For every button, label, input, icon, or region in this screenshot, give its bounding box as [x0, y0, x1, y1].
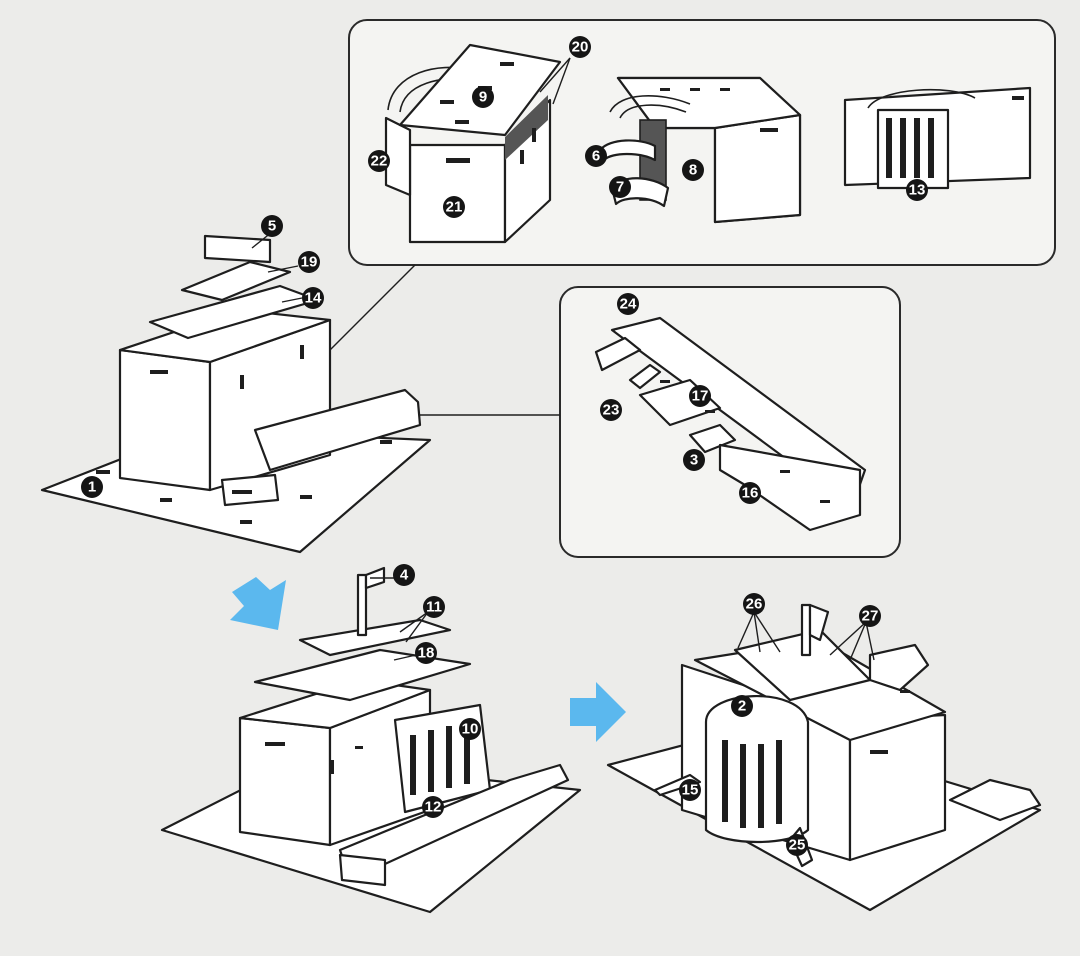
callout-4: 4 [393, 564, 415, 586]
callout-25: 25 [786, 834, 808, 856]
callout-12: 12 [422, 796, 444, 818]
assembly-step-1 [40, 234, 432, 554]
callout-22-label: 22 [371, 153, 388, 170]
callout-22: 22 [368, 150, 390, 172]
callout-5: 5 [261, 215, 283, 237]
callout-11-label: 11 [426, 599, 442, 616]
callout-14-label: 14 [305, 290, 322, 307]
callout-2: 2 [731, 695, 753, 717]
callout-24-label: 24 [620, 296, 637, 313]
subassembly-colonnade [843, 86, 1032, 190]
callout-19: 19 [298, 251, 320, 273]
callout-6-label: 6 [592, 148, 600, 165]
callout-27: 27 [859, 605, 881, 627]
callout-26-label: 26 [746, 596, 763, 613]
callout-20: 20 [569, 36, 591, 58]
callout-11: 11 [423, 596, 445, 618]
callout-24: 24 [617, 293, 639, 315]
callout-6: 6 [585, 145, 607, 167]
callout-8: 8 [682, 159, 704, 181]
callout-21-label: 21 [446, 199, 463, 216]
callout-3: 3 [683, 449, 705, 471]
callout-9: 9 [472, 86, 494, 108]
assembly-step-2 [160, 566, 582, 914]
callout-26: 26 [743, 593, 765, 615]
callout-23: 23 [600, 399, 622, 421]
callout-14: 14 [302, 287, 324, 309]
callout-12-label: 12 [425, 799, 442, 816]
callout-25-label: 25 [789, 837, 806, 854]
callout-20-label: 20 [572, 39, 589, 56]
subassembly-wall-rails [594, 316, 867, 532]
callout-leaders [251, 57, 875, 661]
callout-16-label: 16 [742, 485, 759, 502]
callout-21: 21 [443, 196, 465, 218]
callout-18-label: 18 [418, 645, 435, 662]
callout-4-label: 4 [400, 567, 409, 584]
callout-9-label: 9 [479, 89, 487, 106]
subassembly-dome-frame [598, 76, 802, 224]
callout-1-label: 1 [88, 479, 96, 496]
assembly-step-3 [606, 603, 1042, 912]
callout-7-label: 7 [616, 179, 624, 196]
callout-2-label: 2 [738, 698, 746, 715]
callout-17: 17 [689, 385, 711, 407]
callout-7: 7 [609, 176, 631, 198]
step-arrow-down: blue-step-arrow-icon [230, 577, 286, 630]
callout-13: 13 [906, 179, 928, 201]
callout-5-label: 5 [268, 218, 276, 235]
callout-17-label: 17 [692, 388, 709, 405]
callout-10: 10 [459, 718, 481, 740]
callout-8-label: 8 [689, 162, 697, 179]
callout-1: 1 [81, 476, 103, 498]
callout-15: 15 [679, 779, 701, 801]
callout-10-label: 10 [462, 721, 479, 738]
step-arrow-right: blue-step-arrow-icon [570, 682, 626, 742]
callout-13-label: 13 [909, 182, 926, 199]
callout-23-label: 23 [603, 402, 620, 419]
callout-3-label: 3 [690, 452, 698, 469]
callout-18: 18 [415, 642, 437, 664]
callout-16: 16 [739, 482, 761, 504]
callout-27-label: 27 [862, 608, 879, 625]
callout-15-label: 15 [682, 782, 699, 799]
callout-19-label: 19 [301, 254, 318, 271]
